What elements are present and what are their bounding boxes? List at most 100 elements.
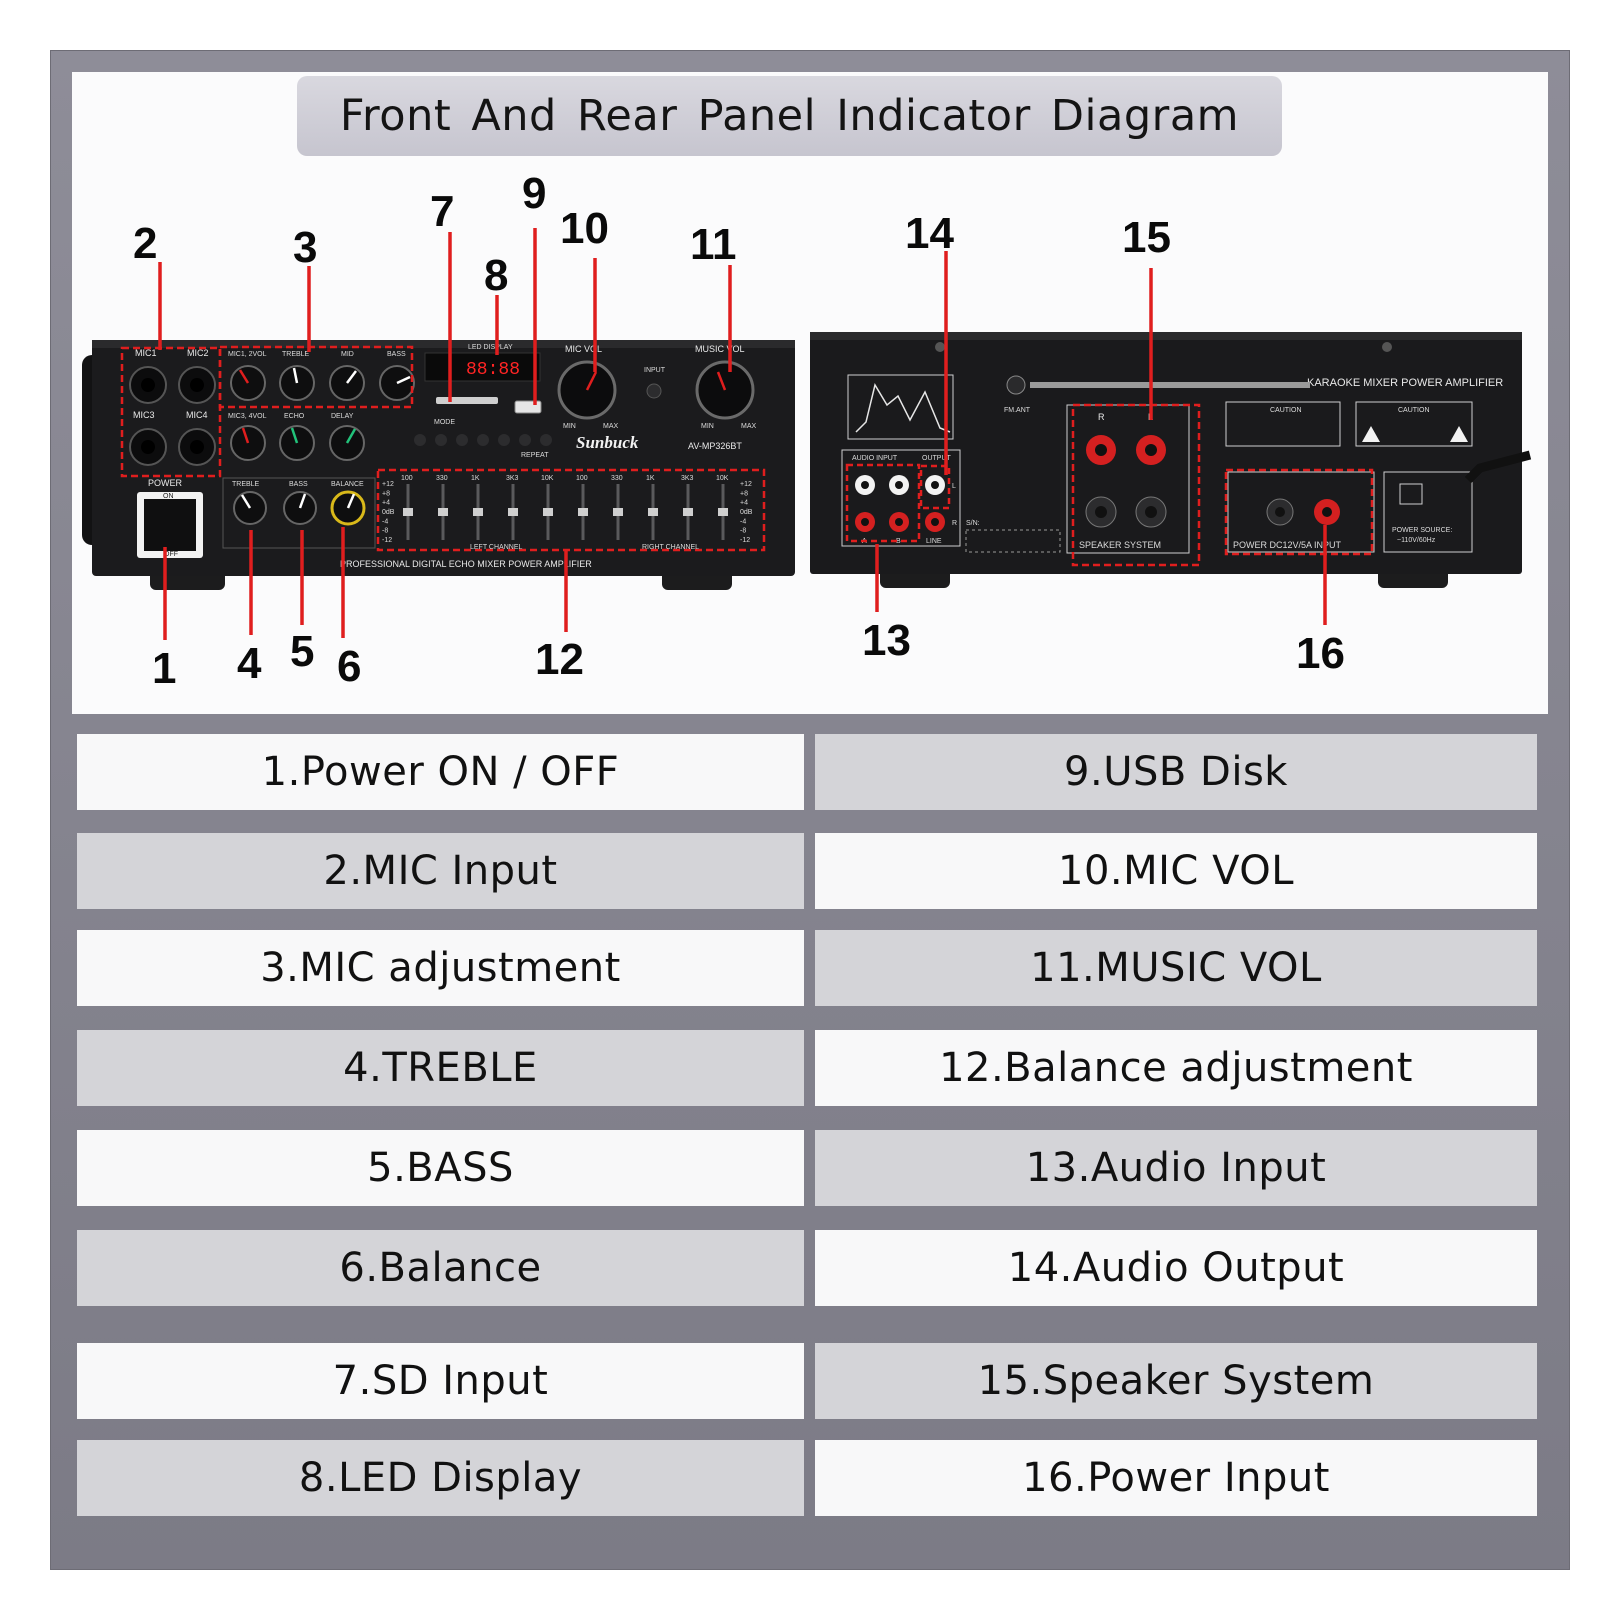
repeat-label: REPEAT: [521, 452, 549, 459]
fm-antenna: [1030, 382, 1310, 388]
eq-scale-label-right: -4: [740, 518, 746, 525]
legend-item-15: 15.Speaker System: [815, 1343, 1537, 1419]
caution-plates: CAUTION CAUTION: [1225, 401, 1473, 447]
callout-2: 2: [133, 219, 157, 268]
callout-15: 15: [1122, 213, 1171, 262]
brand-logo: Sunbuck: [576, 433, 639, 452]
input-b-label: B: [896, 538, 901, 545]
mic-vol-label: MIC VOL: [565, 344, 602, 354]
callout-numbers: 2 3 7 8 9 10 11 14 15 1 4 5 6 12 13 16: [133, 169, 1345, 693]
eq-scale-label-left: -4: [382, 518, 388, 525]
fm-ant-label: FM.ANT: [1004, 407, 1031, 414]
output-r-label: R: [952, 520, 957, 527]
callout-12: 12: [535, 635, 584, 684]
callout-13: 13: [862, 616, 911, 665]
eq-scale-label-left: +4: [382, 500, 390, 507]
eq-slider-knob: [438, 508, 448, 516]
line-label: LINE: [926, 538, 942, 545]
eq-scale-label-right: -12: [740, 537, 750, 544]
audio-io: AUDIO INPUT OUTPUT A B LINE L R: [841, 449, 961, 547]
music-vol-label: MUSIC VOL: [695, 344, 745, 354]
callout-5: 5: [290, 627, 314, 676]
power-source-value: ~110V/60Hz: [1397, 537, 1436, 544]
legend-item-13: 13.Audio Input: [815, 1130, 1537, 1206]
audio-input-label: AUDIO INPUT: [852, 455, 898, 462]
eq-scale-label-left: +12: [382, 481, 394, 488]
power-source-plate: POWER SOURCE: ~110V/60Hz: [1383, 450, 1532, 553]
usb-port: [514, 400, 542, 414]
caution1-title: CAUTION: [1270, 407, 1302, 414]
legend-item-4: 4.TREBLE: [77, 1030, 804, 1106]
eq-freq-label: 100: [576, 475, 588, 482]
eq-freq-label: 100: [401, 475, 413, 482]
mic-jacks: MIC1 MIC2 MIC3 MIC4: [129, 348, 216, 466]
speaker-r-label: R: [1098, 412, 1105, 422]
callout-10: 10: [560, 204, 609, 253]
mic2-label: MIC2: [187, 348, 209, 358]
legend-item-8: 8.LED Display: [77, 1440, 804, 1516]
output-label: OUTPUT: [922, 455, 952, 462]
tone-knobs: TREBLE BASS BALANCE: [222, 477, 376, 549]
sn-box: [965, 529, 1061, 553]
legend-item-3: 3.MIC adjustment: [77, 930, 804, 1006]
legend-item-11: 11.MUSIC VOL: [815, 930, 1537, 1006]
callout-3: 3: [293, 223, 317, 272]
eq-scale-label-left: 0dB: [382, 509, 395, 516]
eq-slider-knob: [403, 508, 413, 516]
power-label: POWER: [148, 478, 183, 488]
speaker-system-label: SPEAKER SYSTEM: [1079, 540, 1161, 550]
right-channel-label: RIGHT CHANNEL: [642, 544, 699, 551]
music-vol-max: MAX: [741, 423, 757, 430]
eq-scale-label-left: -12: [382, 537, 392, 544]
eq-slider-knob: [473, 508, 483, 516]
mode-label: MODE: [434, 419, 455, 426]
mic34vol-label: MIC3, 4VOL: [228, 413, 267, 420]
treble-label: TREBLE: [232, 481, 260, 488]
eq-slider-knob: [718, 508, 728, 516]
eq-scale-label-right: +8: [740, 490, 748, 497]
power-switch: POWER ON OFF: [137, 478, 203, 558]
off-label: OFF: [164, 551, 178, 558]
legend-item-10: 10.MIC VOL: [815, 833, 1537, 909]
eq-scale-label-right: +4: [740, 500, 748, 507]
eq-slider-knob: [543, 508, 553, 516]
mic4-label: MIC4: [186, 410, 208, 420]
treble-top-label: TREBLE: [282, 351, 310, 358]
volume-knobs: MIC VOL MUSIC VOL INPUT MIN MAX MIN MAX: [557, 344, 757, 430]
delay-label: DELAY: [331, 413, 354, 420]
legend-item-16: 16.Power Input: [815, 1440, 1537, 1516]
mic12vol-label: MIC1, 2VOL: [228, 351, 267, 358]
mic-vol-min: MIN: [563, 423, 576, 430]
legend-item-1: 1.Power ON / OFF: [77, 734, 804, 810]
on-label: ON: [163, 493, 174, 500]
echo-label: ECHO: [284, 413, 305, 420]
eq-freq-label: 10K: [716, 475, 729, 482]
callout-11: 11: [690, 220, 737, 269]
balance-label: BALANCE: [331, 481, 364, 488]
rear-header: KARAOKE MIXER POWER AMPLIFIER: [1307, 377, 1503, 389]
legend-item-9: 9.USB Disk: [815, 734, 1537, 810]
eq-freq-label: 3K3: [681, 475, 694, 482]
legend-item-6: 6.Balance: [77, 1230, 804, 1306]
legend-item-14: 14.Audio Output: [815, 1230, 1537, 1306]
eq-slider-knob: [578, 508, 588, 516]
output-l-label: L: [952, 483, 956, 490]
eq-slider-knob: [683, 508, 693, 516]
callout-8: 8: [484, 251, 508, 300]
power-source-label: POWER SOURCE:: [1392, 527, 1452, 534]
callout-9: 9: [522, 169, 546, 218]
legend-item-5: 5.BASS: [77, 1130, 804, 1206]
input-label: INPUT: [644, 367, 666, 374]
mic1-label: MIC1: [135, 348, 157, 358]
eq-freq-label: 330: [436, 475, 448, 482]
callout-6: 6: [337, 642, 361, 691]
front-panel: MIC1 MIC2 MIC3 MIC4 POWER ON OFF MIC1, 2…: [82, 340, 795, 590]
model-label: AV-MP326BT: [688, 441, 742, 451]
rear-panel: KARAOKE MIXER POWER AMPLIFIER FM.ANT CAU…: [810, 332, 1532, 588]
eq-scale-label-right: +12: [740, 481, 752, 488]
callout-7: 7: [430, 187, 454, 236]
eq-scale-label-left: -8: [382, 528, 388, 535]
eq-freq-label: 330: [611, 475, 623, 482]
sd-slot: [436, 397, 498, 404]
